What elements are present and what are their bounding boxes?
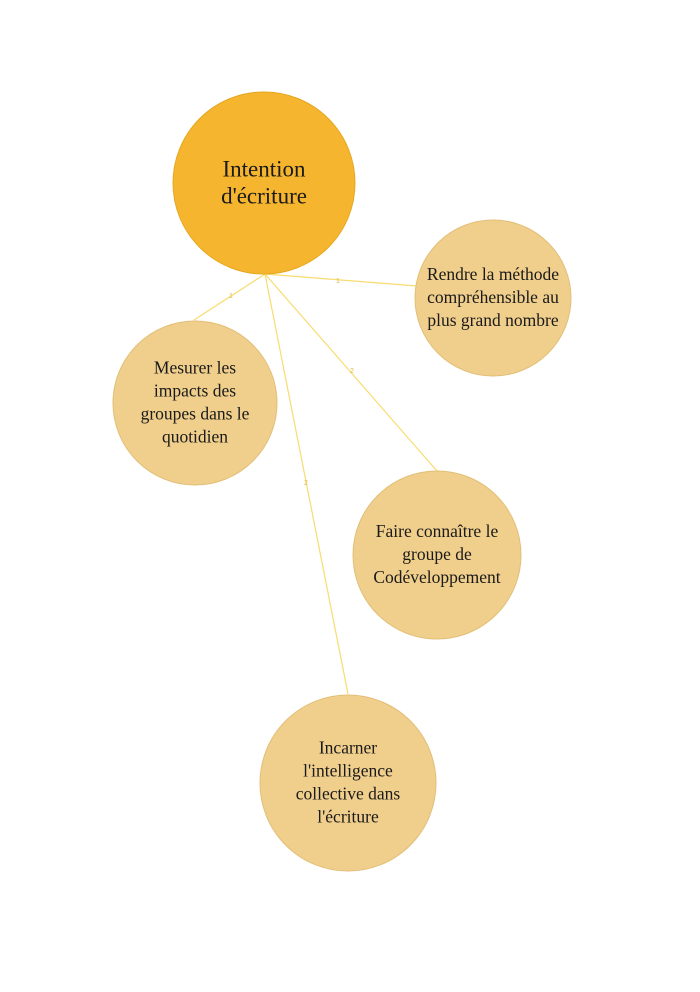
node-incarner-label: Incarner l'intelligence collective dans l'é… (296, 738, 401, 827)
node-rendre-label-line: Rendre la méthode (427, 264, 559, 284)
node-faire-label: Faire connaître le groupe de Codéveloppeme… (373, 521, 500, 587)
link-weight-label: 1 (336, 278, 340, 285)
node-rendre-label: Rendre la méthode compréhensible au plus g… (427, 264, 559, 330)
node-faire-label-line: groupe de (402, 544, 472, 564)
node-faire[interactable]: Faire connaître le groupe de Codéveloppeme… (352, 470, 522, 640)
node-mesurer-label: Mesurer les impacts des groupes dans le quo… (141, 358, 250, 447)
node-mesurer-label-line: Mesurer les (154, 358, 236, 378)
node-incarner-label-line: Incarner (319, 738, 377, 758)
central-node-label-line: d'écriture (221, 184, 307, 209)
link-line-incarner (264, 273, 349, 695)
node-incarner-label-line: l'intelligence (303, 761, 393, 781)
node-incarner-label-line: l'écriture (317, 807, 379, 827)
node-incarner[interactable]: Incarner l'intelligence collective dans l'é… (259, 694, 437, 872)
node-faire-label-line: Faire connaître le (376, 521, 499, 541)
link-line-rendre (264, 273, 418, 287)
node-incarner-label-line: collective dans (296, 784, 401, 804)
links-layer: 1 1 2 2 (193, 273, 438, 695)
node-rendre-label-line: compréhensible au (427, 287, 559, 307)
node-mesurer-label-line: impacts des (154, 381, 236, 401)
node-faire-circle (352, 470, 522, 640)
node-mesurer[interactable]: Mesurer les impacts des groupes dans le quo… (112, 320, 278, 486)
link-weight-label: 1 (229, 293, 233, 300)
node-rendre-circle (414, 219, 572, 377)
node-mesurer-circle (112, 320, 278, 486)
node-incarner-circle (259, 694, 437, 872)
node-rendre[interactable]: Rendre la méthode compréhensible au plus g… (414, 219, 572, 377)
link-weight-label: 2 (304, 480, 308, 487)
central-node-circle (172, 91, 356, 275)
central-node-label-line: Intention (222, 157, 306, 182)
link-weight-label: 2 (350, 368, 354, 375)
link-line-faire (264, 273, 438, 472)
node-rendre-label-line: plus grand nombre (427, 310, 558, 330)
node-mesurer-label-line: quotidien (162, 427, 228, 447)
node-mesurer-label-line: groupes dans le (141, 404, 250, 424)
node-faire-label-line: Codéveloppement (373, 567, 500, 587)
link-line-mesurer (193, 273, 266, 321)
